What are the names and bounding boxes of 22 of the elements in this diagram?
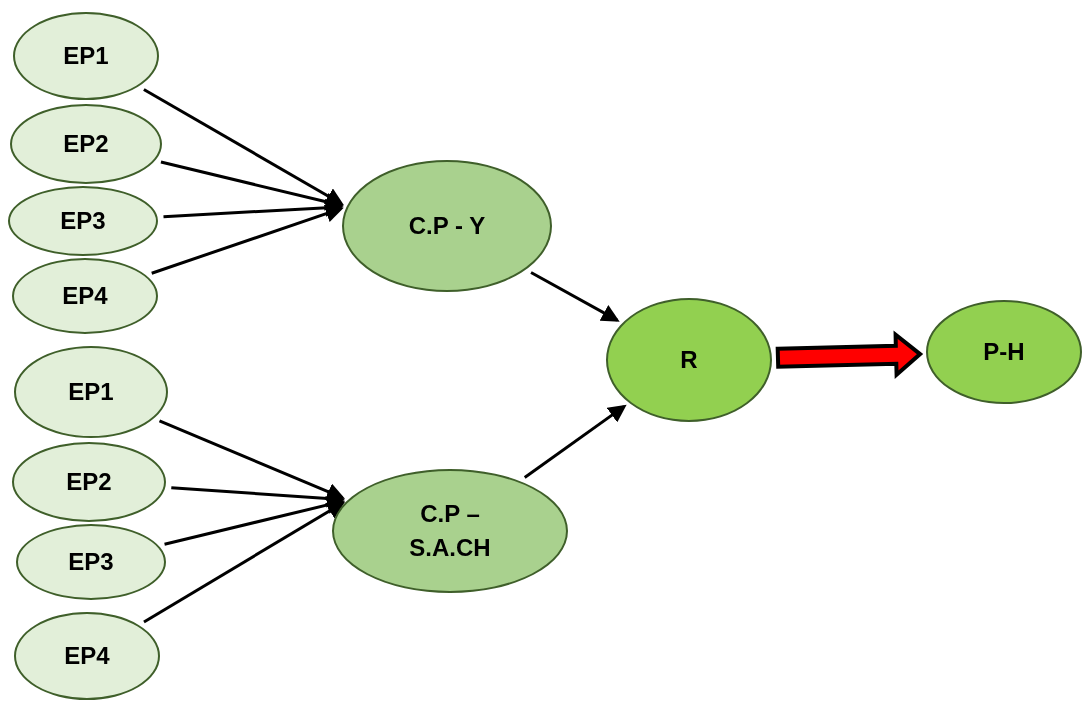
node-label: EP1 [63, 41, 109, 72]
node-label: EP2 [66, 467, 112, 498]
node-label: P-H [983, 337, 1025, 368]
node-label: EP3 [60, 206, 106, 237]
arrow [151, 204, 344, 275]
node-label: C.P – S.A.CH [408, 499, 492, 563]
node-label: EP4 [62, 281, 108, 312]
node-label: R [680, 345, 698, 376]
arrow [163, 198, 344, 219]
block-arrow [775, 330, 924, 379]
node-label: C.P - Y [408, 211, 486, 242]
node-label: EP1 [68, 377, 114, 408]
arrow [160, 160, 344, 211]
arrow [523, 404, 627, 479]
arrow [143, 88, 344, 206]
arrow [143, 501, 346, 624]
node-label: EP4 [64, 641, 110, 672]
arrow [530, 271, 620, 322]
node-label: EP3 [68, 547, 114, 578]
node-label: EP2 [63, 129, 109, 160]
arrow [158, 419, 346, 501]
arrow [164, 496, 345, 546]
